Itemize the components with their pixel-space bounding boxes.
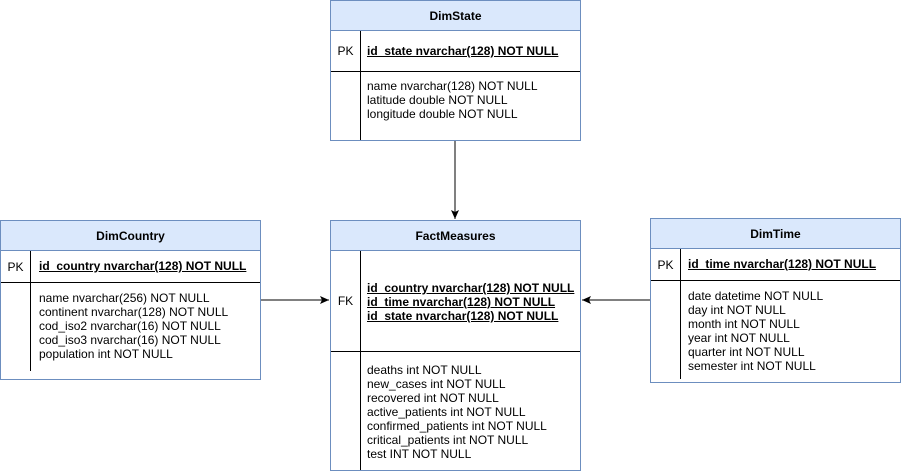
attribute-list: deaths int NOT NULL new_cases int NOT NU…	[367, 363, 578, 461]
column-divider	[30, 283, 31, 371]
key-field: id_time nvarchar(128) NOT NULL	[367, 295, 556, 309]
key-fields: id_state nvarchar(128) NOT NULL	[367, 44, 578, 58]
attribute-field: test INT NOT NULL	[367, 447, 472, 461]
key-section: PK id_state nvarchar(128) NOT NULL	[331, 31, 580, 72]
attribute-field: new_cases int NOT NULL	[367, 377, 506, 391]
attribute-list: name nvarchar(256) NOT NULL continent nv…	[39, 291, 258, 361]
attribute-list: date datetime NOT NULL day int NOT NULL …	[688, 289, 898, 373]
entity-dimstate[interactable]: DimState PK id_state nvarchar(128) NOT N…	[330, 0, 581, 141]
attribute-field: critical_patients int NOT NULL	[367, 433, 529, 447]
key-field: id_country nvarchar(128) NOT NULL	[367, 281, 575, 295]
key-section: PK id_time nvarchar(128) NOT NULL	[651, 249, 900, 281]
key-label: FK	[331, 251, 361, 351]
key-fields: id_time nvarchar(128) NOT NULL	[688, 257, 898, 271]
key-section: FK id_country nvarchar(128) NOT NULL id_…	[331, 251, 580, 352]
entity-title: DimTime	[651, 219, 900, 249]
attribute-field: latitude double NOT NULL	[367, 93, 508, 107]
attribute-field: name nvarchar(256) NOT NULL	[39, 291, 210, 305]
attribute-field: month int NOT NULL	[688, 317, 800, 331]
entity-factmeasures[interactable]: FactMeasures FK id_country nvarchar(128)…	[330, 220, 581, 471]
column-divider	[360, 352, 361, 470]
attribute-field: population int NOT NULL	[39, 347, 173, 361]
entity-dimtime[interactable]: DimTime PK id_time nvarchar(128) NOT NUL…	[650, 218, 901, 383]
attribute-field: cod_iso2 nvarchar(16) NOT NULL	[39, 319, 221, 333]
key-field: id_state nvarchar(128) NOT NULL	[367, 309, 559, 323]
attribute-field: active_patients int NOT NULL	[367, 405, 526, 419]
attribute-field: semester int NOT NULL	[688, 359, 816, 373]
key-field: id_country nvarchar(128) NOT NULL	[39, 259, 247, 273]
attribute-field: quarter int NOT NULL	[688, 345, 805, 359]
key-field: id_time nvarchar(128) NOT NULL	[688, 257, 877, 271]
key-section: PK id_country nvarchar(128) NOT NULL	[1, 251, 260, 283]
column-divider	[680, 281, 681, 379]
column-divider	[360, 72, 361, 140]
attribute-field: day int NOT NULL	[688, 303, 786, 317]
entity-title: FactMeasures	[331, 221, 580, 251]
key-label: PK	[651, 249, 681, 280]
key-label: PK	[1, 251, 31, 282]
attribute-field: date datetime NOT NULL	[688, 289, 824, 303]
attribute-field: deaths int NOT NULL	[367, 363, 482, 377]
key-fields: id_country nvarchar(128) NOT NULL	[39, 259, 258, 273]
entity-title: DimState	[331, 1, 580, 31]
key-field: id_state nvarchar(128) NOT NULL	[367, 44, 559, 58]
attribute-list: name nvarchar(128) NOT NULL latitude dou…	[367, 79, 578, 121]
attribute-field: longitude double NOT NULL	[367, 107, 518, 121]
attribute-field: cod_iso3 nvarchar(16) NOT NULL	[39, 333, 221, 347]
attribute-field: confirmed_patients int NOT NULL	[367, 419, 547, 433]
entity-title: DimCountry	[1, 221, 260, 251]
attribute-field: recovered int NOT NULL	[367, 391, 499, 405]
entity-dimcountry[interactable]: DimCountry PK id_country nvarchar(128) N…	[0, 220, 261, 380]
key-fields: id_country nvarchar(128) NOT NULL id_tim…	[367, 281, 578, 323]
attribute-field: name nvarchar(128) NOT NULL	[367, 79, 538, 93]
attribute-field: year int NOT NULL	[688, 331, 790, 345]
attribute-field: continent nvarchar(128) NOT NULL	[39, 305, 229, 319]
key-label: PK	[331, 31, 361, 71]
